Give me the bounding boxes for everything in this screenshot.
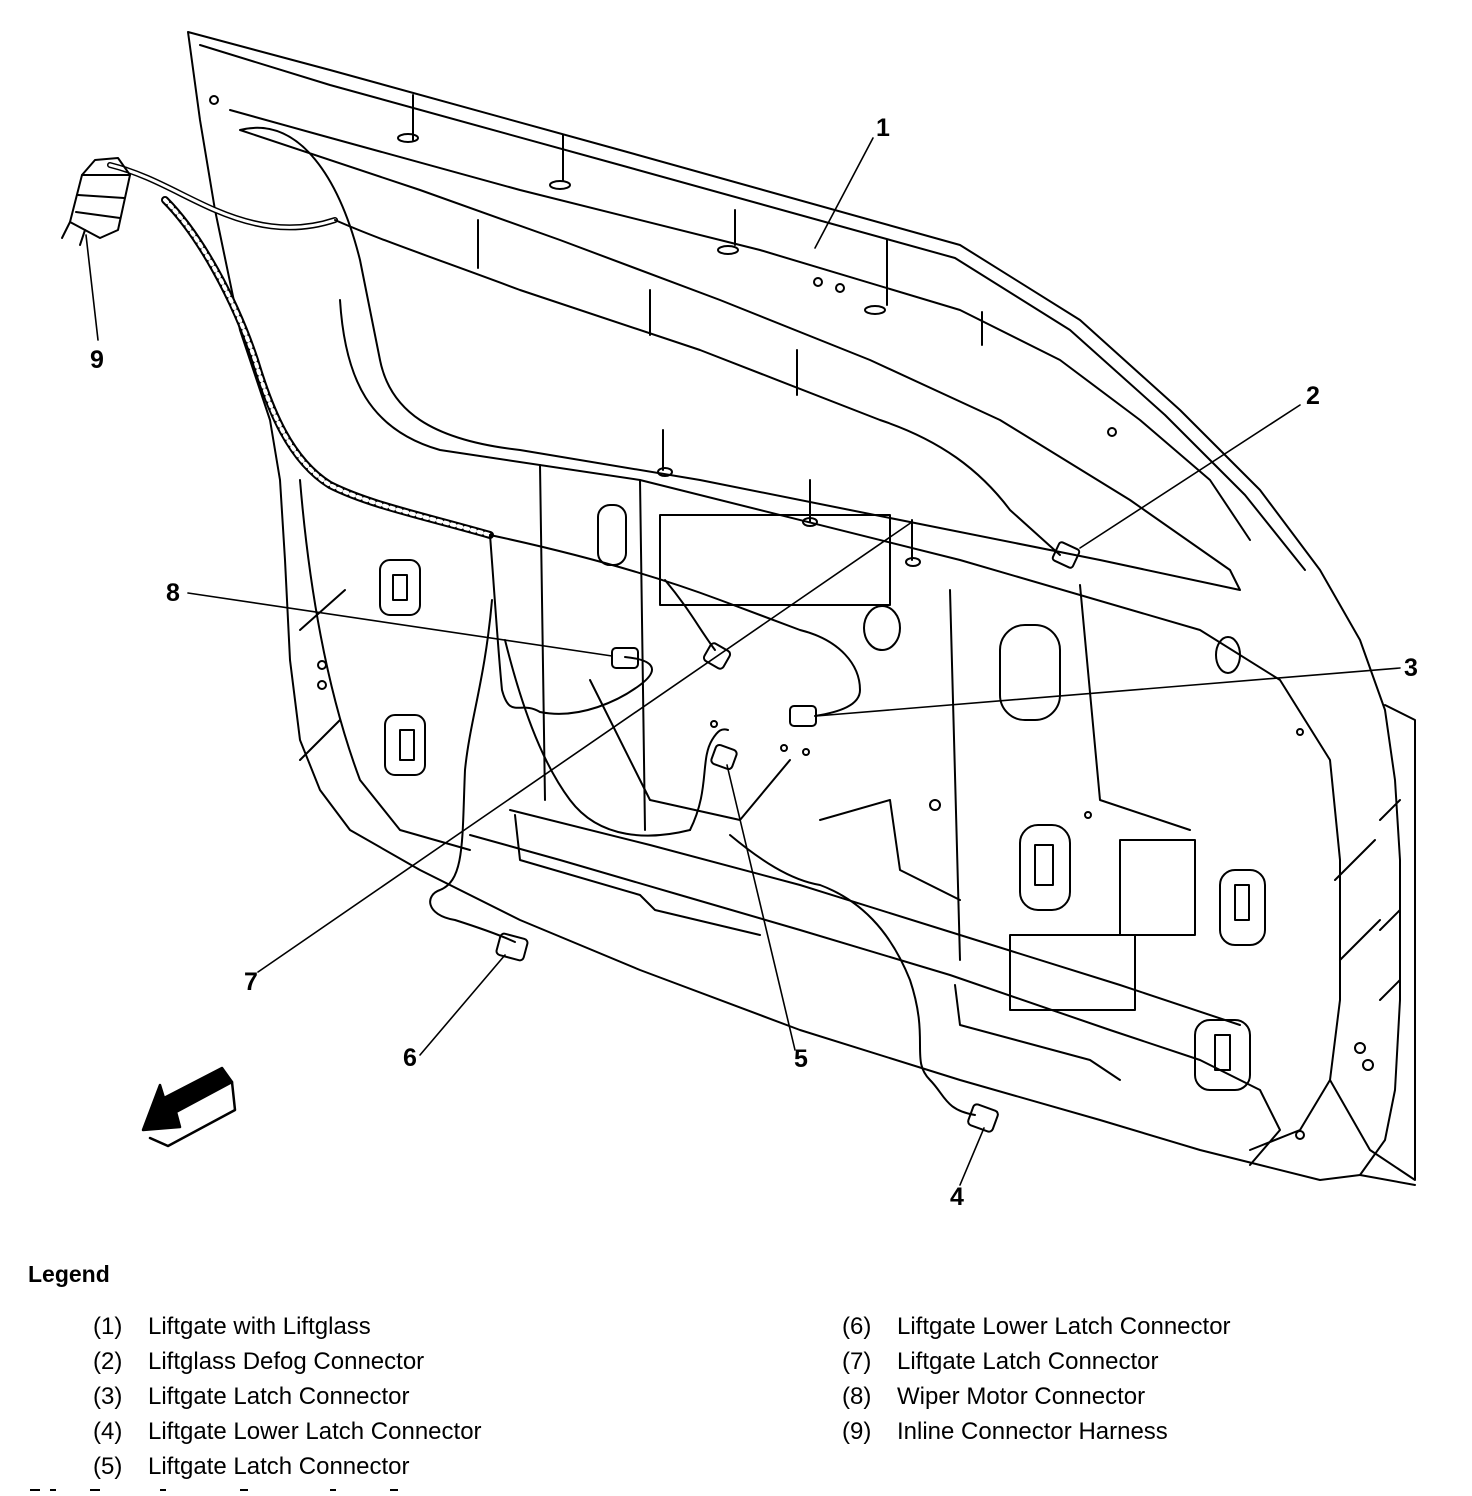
callout-6: 6 (403, 1044, 417, 1072)
callout-4: 4 (950, 1183, 964, 1211)
legend-item: (5)Liftgate Latch Connector (93, 1453, 410, 1480)
inline-connector-harness (61, 157, 131, 246)
legend-item: (4)Liftgate Lower Latch Connector (93, 1418, 482, 1445)
legend-item: (8)Wiper Motor Connector (842, 1383, 1146, 1410)
callout-8: 8 (166, 579, 180, 607)
connectors (495, 541, 1081, 1133)
wiring-harness (107, 162, 1061, 1116)
leader-lines (85, 137, 1401, 1186)
liftgate-wiring-diagram: 1 2 3 4 5 6 7 8 9 (61, 31, 1418, 1211)
cropped-text-remnant (30, 1489, 398, 1491)
legend-item: (2)Liftglass Defog Connector (93, 1348, 425, 1375)
front-direction-arrow-icon (141, 1066, 237, 1148)
callout-5: 5 (794, 1045, 808, 1073)
callout-9: 9 (90, 346, 104, 374)
legend-item: (1)Liftgate with Liftglass (93, 1313, 371, 1340)
legend-item: (7)Liftgate Latch Connector (842, 1348, 1159, 1375)
callout-3: 3 (1404, 654, 1418, 682)
legend-item: (3)Liftgate Latch Connector (93, 1383, 410, 1410)
callout-7: 7 (244, 968, 258, 996)
legend-item: (6)Liftgate Lower Latch Connector (842, 1313, 1231, 1340)
callout-2: 2 (1306, 382, 1320, 410)
legend-right-column: (6)Liftgate Lower Latch Connector (7)Lif… (842, 1309, 1231, 1449)
callout-1: 1 (876, 114, 890, 142)
legend-item: (9)Inline Connector Harness (842, 1418, 1168, 1445)
legend-left-column: (1)Liftgate with Liftglass (2)Liftglass … (93, 1309, 482, 1484)
liftgate-panel (187, 31, 1416, 1186)
legend-title: Legend (28, 1261, 110, 1287)
